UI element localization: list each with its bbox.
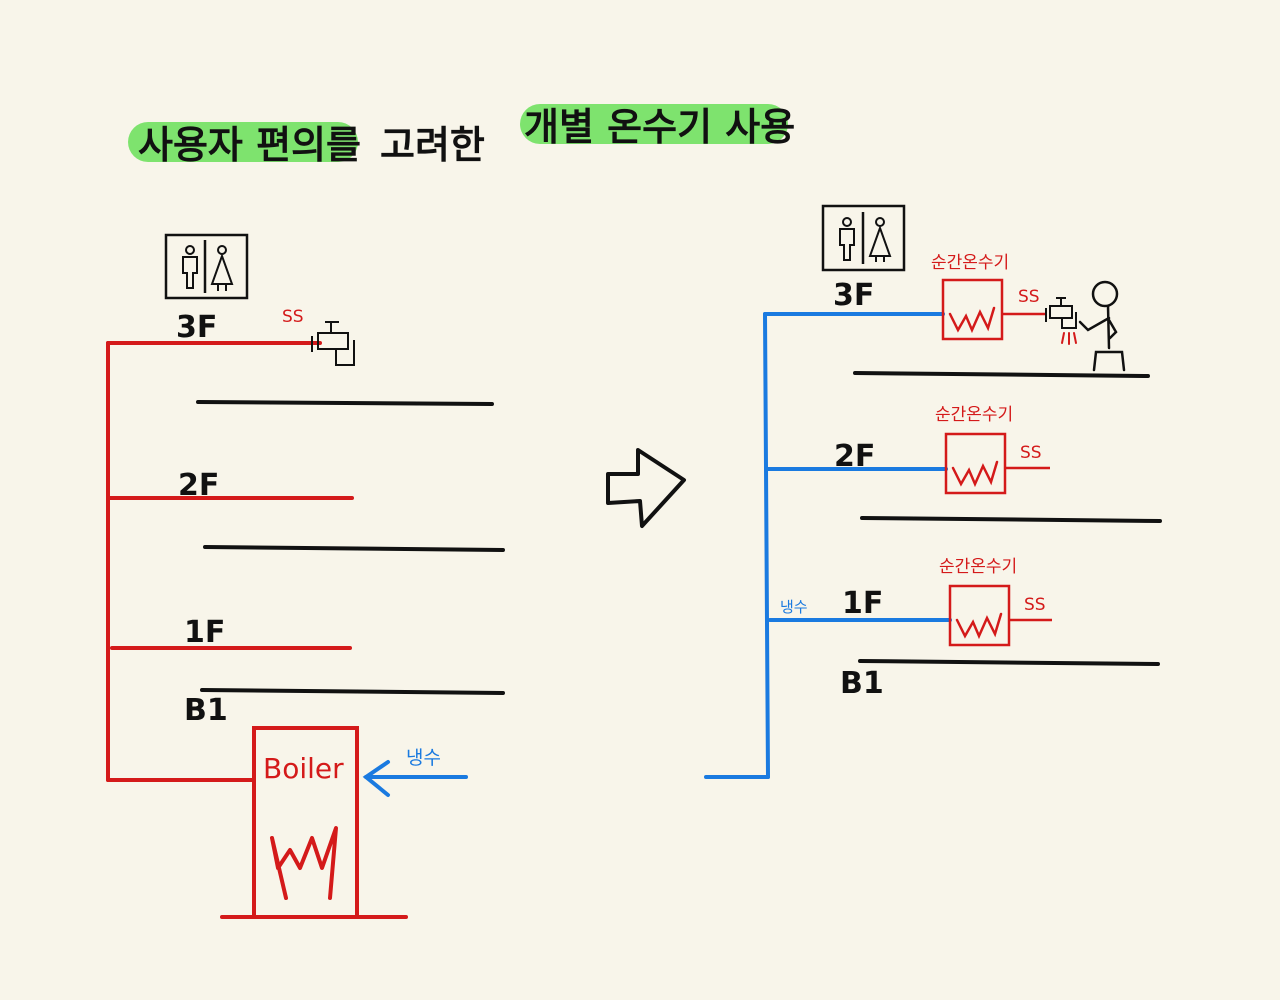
cold-water-label: 냉수 (780, 598, 808, 616)
supply-label-1f: SS (1024, 595, 1046, 615)
floor-label-b1: B1 (184, 693, 228, 728)
cold-water-pipes (704, 312, 952, 779)
title-highlight-2 (520, 104, 788, 144)
slab-2f (860, 516, 1162, 523)
floor-label-3f: 3F (833, 278, 874, 313)
flame-icon (955, 612, 1003, 640)
water-heater-2f: 순간온수기 SS (935, 405, 1050, 495)
faucet-icon (1045, 297, 1077, 329)
floor-label-2f: 2F (178, 468, 219, 503)
supply-label-3f: SS (1018, 287, 1040, 307)
title-segment-2: 고려한 (380, 123, 485, 167)
slab-2f (203, 545, 505, 552)
floor-label-1f: 1F (184, 615, 225, 650)
flame-icon (270, 826, 338, 900)
after-diagram: 순간온수기 SS 순간온수기 (704, 204, 1162, 779)
title-segment-3: 개별 온수기 사용 (524, 105, 795, 149)
flame-icon (948, 306, 996, 334)
title-highlight-1 (128, 122, 358, 162)
supply-label: SS (282, 307, 304, 327)
arrow-right-outline-icon (606, 448, 686, 528)
slab-3f (853, 371, 1150, 378)
water-drops (1061, 332, 1077, 345)
floor-label-3f: 3F (176, 310, 217, 345)
floor-label-b1: B1 (840, 666, 884, 701)
heater-label-3f: 순간온수기 (931, 253, 1009, 273)
floor-label-1f: 1F (842, 586, 883, 621)
heater-label-2f: 순간온수기 (935, 405, 1013, 425)
cold-water-label: 냉수 (406, 747, 441, 769)
person-icon (1078, 280, 1126, 372)
slab-1f (200, 688, 505, 695)
faucet-icon (311, 321, 355, 366)
flame-icon (951, 460, 999, 488)
boiler: Boiler (220, 726, 408, 919)
water-heater-1f: 순간온수기 SS (939, 557, 1052, 647)
heater-label-1f: 순간온수기 (939, 557, 1017, 577)
arrow-left-icon (362, 760, 468, 797)
restroom-sign-icon (164, 233, 249, 300)
supply-label-2f: SS (1020, 443, 1042, 463)
slab-3f (196, 400, 494, 406)
floor-label-2f: 2F (834, 439, 875, 474)
slab-1f (858, 659, 1160, 666)
hot-water-pipes (106, 341, 354, 782)
boiler-label: Boiler (263, 752, 344, 785)
water-heater-3f: 순간온수기 SS (931, 253, 1046, 341)
before-diagram: SS 3F 2F 1F B1 Boiler 냉수 (106, 233, 505, 919)
restroom-sign-icon (821, 204, 906, 272)
title-segment-1: 사용자 편의를 (138, 123, 361, 167)
title: 사용자 편의를 고려한 개별 온수기 사용 (128, 104, 795, 167)
